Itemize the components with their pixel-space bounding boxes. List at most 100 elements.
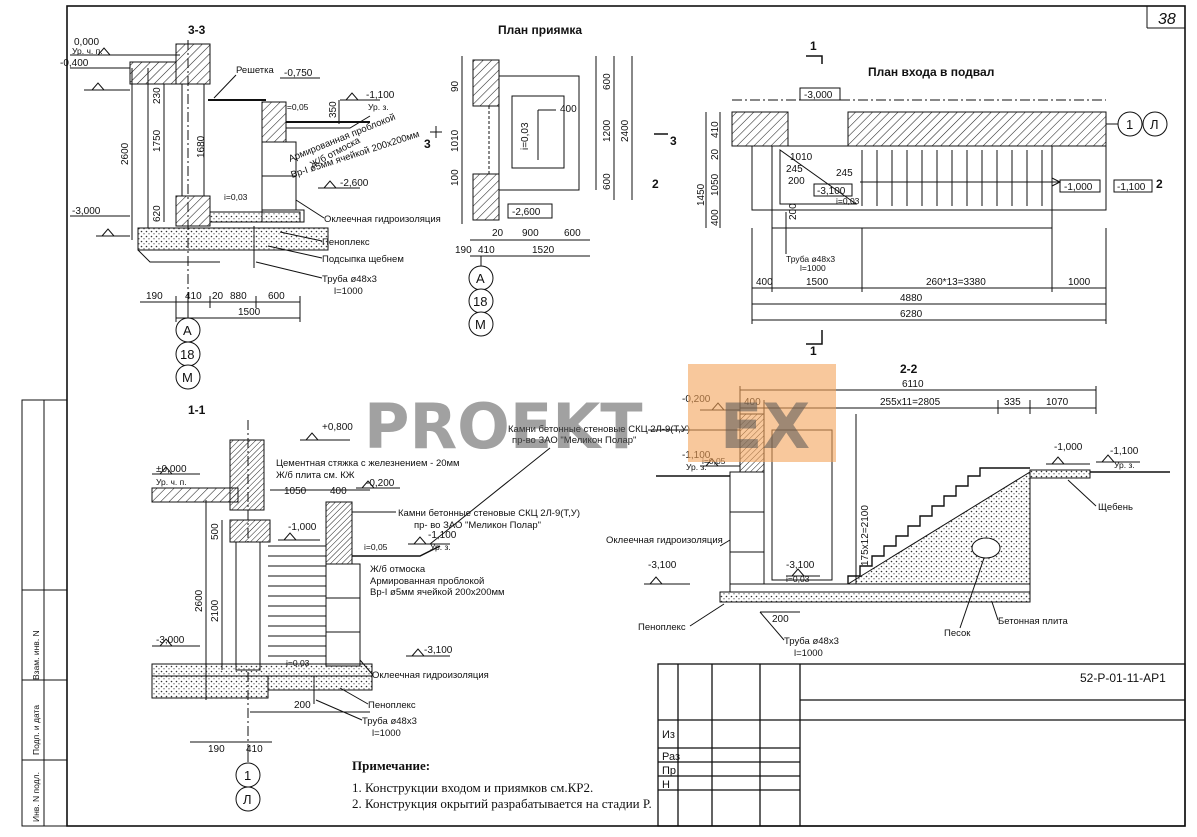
s33-waterproof: Оклеечная гидроизоляция — [324, 214, 441, 225]
entry-plan: План входа в подвал 1 1 2 2 3 -3,000 -3,… — [652, 39, 1168, 358]
wall-upper — [175, 43, 211, 85]
margin-stamp — [21, 399, 68, 827]
s11-mesh-1: Армированная проблокой — [370, 576, 484, 587]
pit-dim-v-600a: 600 — [602, 73, 613, 90]
entry-pipe: Труба ø48х3 — [786, 254, 835, 264]
sheet-number: 38 — [1158, 11, 1176, 28]
pit-axis-18: 18 — [473, 294, 487, 309]
entry-level-b: -1,000 — [1064, 182, 1093, 193]
pit-dim-v-100: 100 — [450, 169, 461, 186]
s33-level-3: -1,100 — [366, 90, 395, 101]
pit-dim-h-20: 20 — [492, 228, 504, 239]
s11-level-d: -3,000 — [156, 635, 185, 646]
entry-level-c: -1,100 — [1117, 182, 1146, 193]
s11-stones-2: пр- во ЗАО "Меликон Полар" — [414, 520, 541, 531]
s11-level-b: -1,000 — [288, 522, 317, 533]
s22-stones-1: Камни бетонные стеновые СКЦ 2Л-9(Т,У) — [508, 424, 690, 435]
s33-level-2: -0,750 — [284, 68, 313, 79]
s11-foam: Пеноплекс — [368, 700, 416, 711]
entry-axis-l: Л — [1150, 117, 1159, 132]
s33-dim-880: 880 — [230, 291, 247, 302]
s11-mesh-2: Вр-I ø5мм ячейкой 200х200мм — [370, 587, 505, 598]
notes-heading: Примечание: — [352, 758, 430, 773]
s33-dim-2600: 2600 — [120, 142, 131, 165]
s22-level-b-sub: Ур. з. — [686, 462, 707, 472]
pit-d400: 400 — [560, 104, 577, 115]
s22-level-d: -1,000 — [1054, 442, 1083, 453]
entry-dim-h-1000: 1000 — [1068, 277, 1091, 288]
pit-dim-v-2400: 2400 — [620, 119, 631, 142]
s11-stones-1: Камни бетонные стеновые СКЦ 2Л-9(Т,У) — [398, 508, 580, 519]
entry-dim-v-1050: 1050 — [710, 173, 721, 196]
entry-dim-h-steps: 260*13=3380 — [926, 277, 986, 288]
entry-small-dim-2: 245 — [786, 164, 803, 175]
section-3-3: 3-3 — [60, 23, 441, 390]
entry-small-dim-1: 1010 — [790, 152, 813, 163]
title-block — [657, 663, 1186, 827]
pit-dim-h-1520: 1520 — [532, 245, 555, 256]
entry-dim-v-400: 400 — [710, 209, 721, 226]
s11-pipe-len: l=1000 — [372, 728, 401, 739]
s11-dim-2600: 2600 — [194, 589, 205, 612]
s22-sand: Песок — [944, 628, 971, 639]
s33-foam: Пеноплекс — [322, 237, 370, 248]
section-3-3-title: 3-3 — [188, 23, 206, 37]
s33-axis-18: 18 — [180, 347, 194, 362]
s11-level-c: -1,100 — [428, 530, 457, 541]
entry-dim-v-20: 20 — [710, 148, 721, 160]
s11-level-c-sub: Ур. з. — [430, 542, 451, 552]
note-item-1: 1. Конструкции входом и приямков см.КР2. — [352, 780, 593, 795]
s22-dim-1070: 1070 — [1046, 397, 1069, 408]
s11-slope-2: i=0,03 — [286, 658, 310, 668]
section-1-1-title: 1-1 — [188, 403, 206, 417]
s11-slab: Ж/б плита см. КЖ — [276, 470, 355, 481]
pit-axis-a: А — [476, 271, 485, 286]
s11-axis-l: Л — [243, 792, 252, 807]
s33-dim-620: 620 — [152, 205, 163, 222]
section-1-1: 1-1 +0,800 — [151, 403, 580, 812]
entry-plan-title: План входа в подвал — [868, 65, 994, 79]
s22-level-f: -3,100 — [648, 560, 677, 571]
s11-dim-1050: 1050 — [284, 486, 307, 497]
s22-dim-335: 335 — [1004, 397, 1021, 408]
section-2-2-title: 2-2 — [900, 362, 918, 376]
s33-slope: i=0,05 — [285, 102, 309, 112]
entry-dim-h-6280: 6280 — [900, 309, 923, 320]
entry-section-mark-1b: 1 — [810, 344, 817, 358]
pit-axis-m: М — [475, 317, 486, 332]
entry-dim-h-4880: 4880 — [900, 293, 923, 304]
s22-dim-6110: 6110 — [902, 379, 924, 390]
s11-waterproof: Оклеечная гидроизоляция — [372, 670, 489, 681]
entry-section-mark-3: 3 — [670, 134, 677, 148]
entry-pipe-len: l=1000 — [800, 263, 826, 273]
s33-level-1: -0,400 — [60, 58, 89, 69]
s11-paving: Ж/б отмоска — [370, 564, 426, 575]
s22-dim-200: 200 — [772, 614, 789, 625]
title-row-2: Раз — [662, 751, 680, 763]
s11-dim-500: 500 — [210, 523, 221, 540]
pit-dim-h-600: 600 — [564, 228, 581, 239]
s33-dim-1750: 1750 — [152, 129, 163, 152]
pit-slope: i=0,03 — [520, 122, 531, 150]
s33-dim-230: 230 — [152, 87, 163, 104]
s33-dim-350: 350 — [328, 101, 339, 118]
s33-dim-1500: 1500 — [238, 307, 261, 318]
s22-steps: 175х12=2100 — [860, 505, 871, 566]
s11-level-top: +0,800 — [322, 422, 353, 433]
pit-level: -2,600 — [512, 207, 541, 218]
note-item-2: 2. Конструкция окрытий разрабатывается н… — [352, 796, 652, 811]
s33-level-3-sub: Ур. з. — [368, 102, 389, 112]
s33-grate: Решетка — [236, 65, 275, 76]
s22-dim-steps: 255х11=2805 — [880, 397, 941, 408]
s22-waterproof: Оклеечная гидроизоляция — [606, 535, 723, 546]
entry-axis-1: 1 — [1126, 117, 1133, 132]
s33-pipe: Труба ø48х3 — [322, 274, 377, 285]
s33-pipe-len: l=1000 — [334, 286, 363, 297]
s33-gravel: Подсыпка щебнем — [322, 254, 404, 265]
entry-small-dim-3: 200 — [788, 176, 805, 187]
pit-plan-title: План приямка — [498, 23, 582, 37]
s22-level-g: -3,100 — [786, 560, 815, 571]
pit-dim-v-600b: 600 — [602, 173, 613, 190]
notes: Примечание: 1. Конструкции входом и прия… — [352, 758, 652, 811]
watermark-right: EX — [720, 390, 810, 463]
